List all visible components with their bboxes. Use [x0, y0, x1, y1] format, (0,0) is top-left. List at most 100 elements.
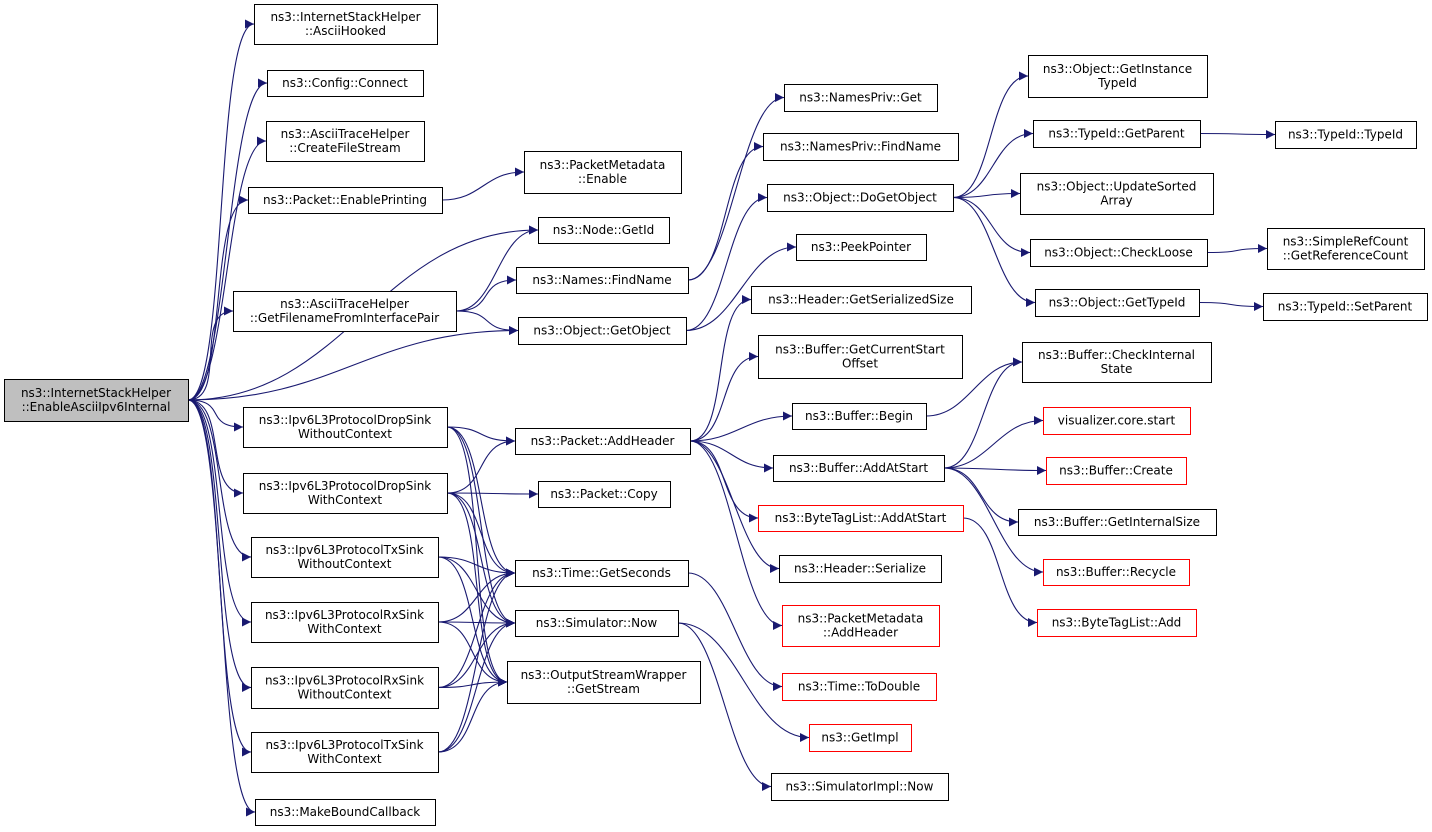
node-ns3-header-serialize[interactable]: ns3::Header::Serialize [779, 555, 942, 583]
node-label: ns3::Ipv6L3ProtocolTxSink [265, 738, 423, 752]
node-box [266, 121, 425, 162]
edge-n12-to-n15 [446, 492, 516, 578]
node-label: ns3::Packet::EnablePrinting [263, 193, 427, 207]
node-ns3-asciitracehelper-createfilestream[interactable]: ns3::AsciiTraceHelper::CreateFileStream [266, 121, 425, 162]
node-label: ns3::Ipv6L3ProtocolRxSink [265, 674, 424, 688]
node-box [763, 133, 959, 161]
node-visualizer-core-start[interactable]: visualizer.core.start [1043, 407, 1191, 435]
node-ns3-asciitracehelper-getfilenamefrominterfacepair[interactable]: ns3::AsciiTraceHelper::GetFilenameFromIn… [233, 291, 457, 332]
node-label: ns3::ByteTagList::AddAtStart [775, 511, 947, 525]
node-ns3-buffer-recycle[interactable]: ns3::Buffer::Recycle [1043, 559, 1190, 586]
node-box [1043, 559, 1190, 586]
node-label: ns3::PacketMetadata [798, 612, 924, 626]
node-ns3-typeid-typeid[interactable]: ns3::TypeId::TypeId [1275, 121, 1417, 149]
edge-n28-to-n44 [925, 357, 1023, 417]
node-box [243, 407, 448, 448]
edge-n4-to-n5 [441, 167, 525, 201]
node-label: ns3::Simulator::Now [536, 616, 658, 630]
node-ns3-object-dogetobject[interactable]: ns3::Object::DoGetObject [767, 184, 954, 212]
edge-n24-to-n37 [952, 129, 1034, 199]
node-box [1046, 457, 1187, 485]
node-box [524, 151, 682, 194]
edge-n20-to-n15 [437, 568, 516, 753]
node-ns3-internetstackhelper-enableasciiipv6internal: ns3::InternetStackHelper::EnableAsciiIpv… [4, 379, 189, 422]
node-label: ns3::Object::DoGetObject [783, 191, 937, 205]
node-ns3-simplerefcount-getreferencecount[interactable]: ns3::SimpleRefCount::GetReferenceCount [1267, 228, 1425, 270]
node-box [233, 291, 457, 332]
node-ns3-namespriv-get[interactable]: ns3::NamesPriv::Get [784, 84, 938, 112]
node-label: ns3::MakeBoundCallback [270, 805, 421, 819]
node-ns3-packet-addheader[interactable]: ns3::Packet::AddHeader [515, 428, 691, 455]
node-box [248, 187, 443, 214]
node-ns3-buffer-addatstart[interactable]: ns3::Buffer::AddAtStart [773, 455, 945, 482]
node-label: ns3::Buffer::GetCurrentStart [775, 343, 945, 357]
edge-n37-to-n38 [1199, 129, 1276, 139]
nodes-layer: ns3::InternetStackHelper::EnableAsciiIpv… [4, 4, 1428, 826]
node-label: ns3::Ipv6L3ProtocolDropSink [259, 413, 432, 427]
node-ns3-typeid-setparent[interactable]: ns3::TypeId::SetParent [1263, 293, 1428, 321]
node-label: ns3::AsciiTraceHelper [280, 297, 409, 311]
node-ns3-time-getseconds[interactable]: ns3::Time::GetSeconds [515, 560, 689, 587]
node-ns3-simulatorimpl-now[interactable]: ns3::SimulatorImpl::Now [771, 773, 949, 801]
edge-n7-to-n6 [455, 225, 539, 312]
node-ns3-typeid-getparent[interactable]: ns3::TypeId::GetParent [1033, 120, 1201, 148]
node-ns3-buffer-create[interactable]: ns3::Buffer::Create [1046, 457, 1187, 485]
node-ns3-bytetaglist-add[interactable]: ns3::ByteTagList::Add [1037, 609, 1197, 637]
node-label: ns3::Buffer::CheckInternal [1038, 348, 1195, 362]
node-ns3-object-gettypeid[interactable]: ns3::Object::GetTypeId [1035, 289, 1200, 317]
node-ns3-peekpointer[interactable]: ns3::PeekPointer [796, 234, 927, 261]
node-ns3-makeboundcallback[interactable]: ns3::MakeBoundCallback [255, 799, 436, 826]
node-label: ns3::TypeId::SetParent [1278, 300, 1413, 314]
node-box [254, 4, 438, 45]
node-ns3-header-getserializedsize[interactable]: ns3::Header::GetSerializedSize [751, 286, 972, 314]
node-label: ns3::ByteTagList::Add [1052, 616, 1182, 630]
node-ns3-node-getid[interactable]: ns3::Node::GetId [538, 217, 670, 244]
node-label: ns3::Ipv6L3ProtocolDropSink [259, 479, 432, 493]
node-ns3-ipv6l3protocoldropsink-withoutcontext[interactable]: ns3::Ipv6L3ProtocolDropSinkWithoutContex… [243, 407, 448, 448]
edge-n17-to-n34 [677, 622, 810, 742]
node-box [1022, 342, 1212, 383]
edge-root-to-n4 [187, 195, 249, 401]
node-box [516, 267, 689, 294]
node-ns3-packetmetadata-addheader[interactable]: ns3::PacketMetadata::AddHeader [782, 605, 940, 647]
node-label: WithContext [307, 622, 382, 636]
node-ns3-getimpl[interactable]: ns3::GetImpl [809, 724, 912, 752]
node-label: ns3::Object::CheckLoose [1044, 246, 1192, 260]
node-ns3-config-connect[interactable]: ns3::Config::Connect [267, 70, 424, 97]
node-label: ::AddHeader [823, 626, 898, 640]
edges-layer [187, 19, 1276, 817]
node-box [515, 560, 689, 587]
node-ns3-internetstackhelper-asciihooked[interactable]: ns3::InternetStackHelper::AsciiHooked [254, 4, 438, 45]
node-ns3-packet-enableprinting[interactable]: ns3::Packet::EnablePrinting [248, 187, 443, 214]
node-ns3-simulator-now[interactable]: ns3::Simulator::Now [515, 610, 679, 637]
node-ns3-outputstreamwrapper-getstream[interactable]: ns3::OutputStreamWrapper::GetStream [507, 661, 701, 704]
edge-root-to-n2 [187, 78, 268, 401]
node-ns3-buffer-begin[interactable]: ns3::Buffer::Begin [792, 403, 927, 430]
node-box [4, 379, 189, 422]
node-ns3-buffer-getinternalsize[interactable]: ns3::Buffer::GetInternalSize [1018, 509, 1217, 536]
node-ns3-packet-copy[interactable]: ns3::Packet::Copy [538, 481, 671, 508]
node-ns3-bytetaglist-addatstart[interactable]: ns3::ByteTagList::AddAtStart [758, 505, 964, 532]
node-label: ns3::Header::GetSerializedSize [768, 293, 954, 307]
node-ns3-namespriv-findname[interactable]: ns3::NamesPriv::FindName [763, 133, 959, 161]
node-ns3-names-findname[interactable]: ns3::Names::FindName [516, 267, 689, 294]
node-box [1275, 121, 1417, 149]
node-label: TypeId [1097, 76, 1137, 90]
node-label: ns3::Time::ToDouble [798, 680, 920, 694]
edge-n10-to-n11 [446, 426, 516, 446]
edge-n11-to-n28 [689, 411, 793, 442]
node-ns3-object-checkloose[interactable]: ns3::Object::CheckLoose [1030, 239, 1208, 267]
node-box [1037, 609, 1197, 637]
node-ns3-object-getobject[interactable]: ns3::Object::GetObject [518, 317, 687, 345]
node-ns3-time-todouble[interactable]: ns3::Time::ToDouble [782, 673, 937, 701]
node-ns3-packetmetadata-enable[interactable]: ns3::PacketMetadata::Enable [524, 151, 682, 194]
